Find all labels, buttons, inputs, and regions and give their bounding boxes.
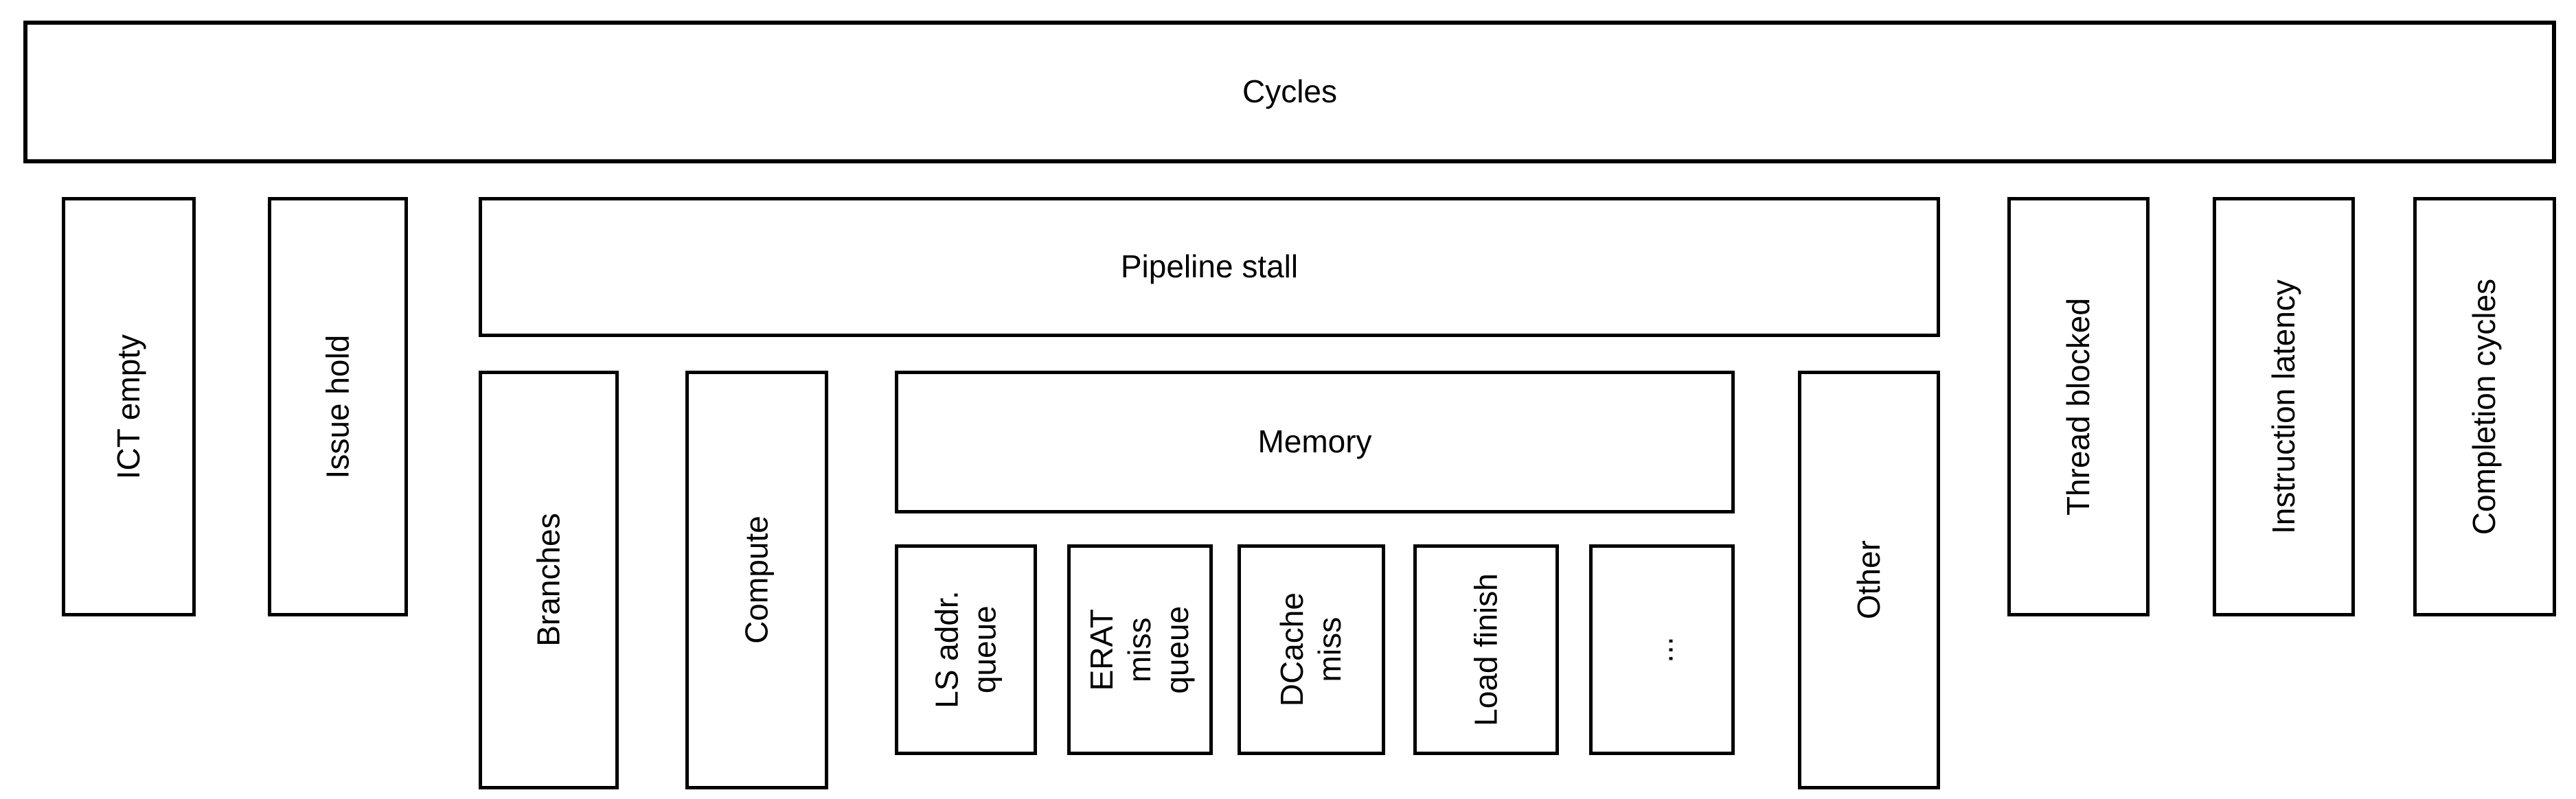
box-pipeline-stall: Pipeline stall [479,197,1940,337]
box-dcache-miss: DCache miss [1238,544,1385,755]
cycles-label: Cycles [1242,73,1338,110]
instruction-latency-label: Instruction latency [2265,279,2301,534]
completion-cycles-label: Completion cycles [2466,278,2503,535]
box-issue-hold: Issue hold [268,197,408,616]
thread-blocked-label: Thread blocked [2060,297,2096,516]
dcache-miss-label: DCache miss [1274,592,1348,707]
box-thread-blocked: Thread blocked [2007,197,2150,616]
box-load-finish: Load finish [1413,544,1559,755]
ls-addr-queue-label: LS addr. queue [928,590,1003,709]
box-completion-cycles: Completion cycles [2413,197,2556,616]
box-ellipsis: ... [1589,544,1735,755]
load-finish-label: Load finish [1468,573,1504,726]
box-cycles: Cycles [23,21,2556,163]
box-ict-empty: ICT empty [62,197,196,616]
box-other: Other [1798,371,1940,789]
issue-hold-label: Issue hold [319,334,356,479]
pipeline-stall-label: Pipeline stall [1120,248,1299,285]
box-branches: Branches [479,371,619,789]
box-erat-miss-queue: ERAT miss queue [1067,544,1213,755]
box-instruction-latency: Instruction latency [2213,197,2355,616]
branches-label: Branches [530,513,567,647]
memory-label: Memory [1257,424,1372,460]
ellipsis-label: ... [1643,636,1680,663]
other-label: Other [1850,540,1887,620]
ict-empty-label: ICT empty [110,334,146,480]
box-compute: Compute [685,371,828,789]
box-ls-addr-queue: LS addr. queue [895,544,1037,755]
compute-label: Compute [738,516,775,645]
box-memory: Memory [895,371,1735,513]
erat-miss-queue-label: ERAT miss queue [1084,605,1196,694]
